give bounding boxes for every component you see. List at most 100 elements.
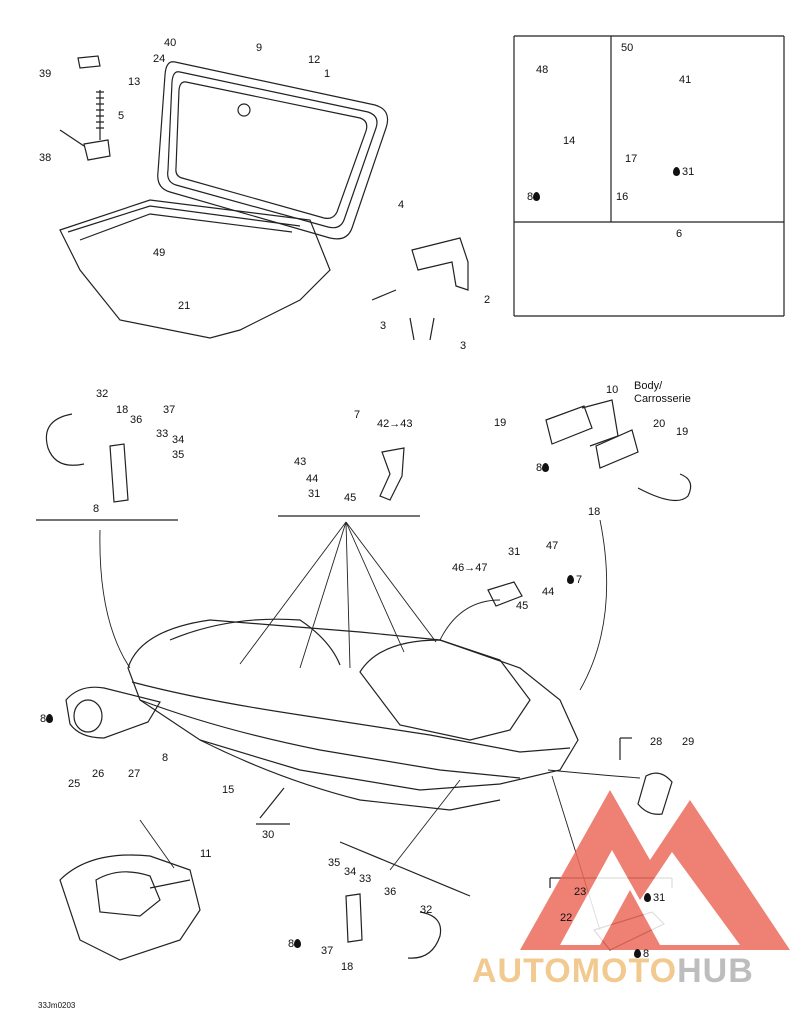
drop-icon [673,167,680,176]
drop-icon [533,192,541,201]
callout-7a: 7 [354,409,361,421]
callout-21: 21 [178,300,191,312]
watermark-text: AUTOMOTOHUB [472,952,754,990]
callout-29: 29 [682,736,695,748]
body-panel [581,399,619,447]
callout-30: 30 [262,829,275,841]
callout-18b: 18 [588,506,601,518]
storage-tray [59,199,331,339]
loop-handle-right [637,473,692,502]
callout-32a: 32 [96,388,109,400]
callout-6: 6 [676,228,683,240]
drop-icon [634,949,641,958]
body-label-fr: Carrosserie [634,393,691,405]
callout-48: 48 [536,64,549,76]
callout-27: 27 [128,768,141,780]
callout-44b: 44 [542,586,555,598]
drawing-code: 33Jm0203 [38,1001,76,1010]
callout-8a: 8 [527,191,542,203]
callout-17: 17 [625,153,638,165]
callout-37a: 37 [163,404,176,416]
panel-20 [595,429,639,469]
panel-10 [545,405,593,445]
callout-23: 23 [574,886,587,898]
hinge-left [59,55,111,161]
plate-33-top [109,443,129,503]
callout-43: 43 [294,456,307,468]
storage-cover [157,61,389,240]
callout-33a: 33 [156,428,169,440]
callout-31c: 31 [508,546,521,558]
drop-icon [294,939,302,948]
callout-2: 2 [484,294,491,306]
callout-50: 50 [621,42,634,54]
console-inset [59,854,201,961]
bar-30 [259,787,285,819]
callout-45a: 45 [344,492,357,504]
callout-16: 16 [616,191,629,203]
callout-9: 9 [256,42,263,54]
callout-5: 5 [118,110,125,122]
callout-10: 10 [606,384,619,396]
callout-24: 24 [153,53,166,65]
callout-35b: 35 [328,857,341,869]
loop-handle-top [45,413,85,466]
callout-31d: 31 [644,892,665,904]
drop-icon [542,463,550,472]
callout-3b: 3 [460,340,467,352]
callout-22: 22 [560,912,573,924]
callout-25: 25 [68,778,81,790]
callout-35a: 35 [172,449,185,461]
callout-8b: 8 [93,503,100,515]
callout-7b: 7 [567,574,582,586]
callout-19b: 19 [676,426,689,438]
callout-34b: 34 [344,866,357,878]
rear-grab [65,686,161,739]
drop-icon [644,893,651,902]
callout-26: 26 [92,768,105,780]
leader-lines [99,519,641,931]
callout-31a: 31 [673,166,694,178]
callout-1: 1 [324,68,331,80]
callout-8d: 8 [40,713,55,725]
callout-8f: 8 [288,938,303,950]
callout-47: 47 [546,540,559,552]
callout-18a: 18 [116,404,129,416]
callout-28: 28 [650,736,663,748]
callout-34a: 34 [172,434,185,446]
callout-19a: 19 [494,417,507,429]
drop-icon [567,575,574,584]
body-label-en: Body/ [634,380,663,392]
callout-11: 11 [200,848,212,860]
callout-8e: 8 [162,752,169,764]
callout-12: 12 [308,54,321,66]
hull [127,618,579,811]
callout-36a: 36 [130,414,143,426]
callout-46: 46→47 [452,562,488,574]
handle-42 [379,447,405,501]
callout-45b: 45 [516,600,529,612]
plate-33-bottom [345,893,363,943]
callout-41: 41 [679,74,692,86]
callout-38: 38 [39,152,52,164]
inset-box-top-right [513,35,785,317]
callout-8c: 8 [536,462,551,474]
callout-37b: 37 [321,945,334,957]
callout-18c: 18 [341,961,354,973]
callout-40: 40 [164,37,177,49]
callout-42: 42→43 [377,418,413,430]
callout-49: 49 [153,247,166,259]
callout-36b: 36 [384,886,397,898]
callout-39: 39 [39,68,52,80]
callout-15: 15 [222,784,235,796]
callout-8g: 8 [634,948,649,960]
callout-44a: 44 [306,473,319,485]
callout-13: 13 [128,76,141,88]
callout-33b: 33 [359,873,372,885]
callout-32b: 32 [420,904,433,916]
callout-14: 14 [563,135,576,147]
cover-28 [637,772,673,815]
callout-20: 20 [653,418,666,430]
callout-3a: 3 [380,320,387,332]
